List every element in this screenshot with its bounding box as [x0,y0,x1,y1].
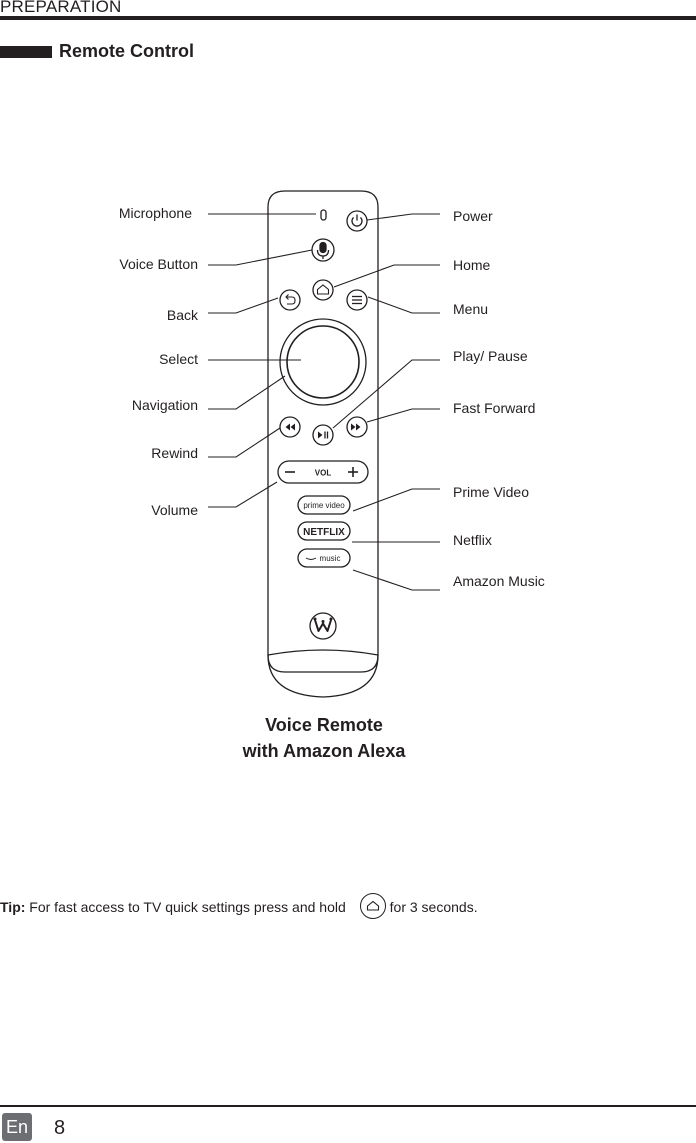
subheader-bar [0,46,52,58]
label-voice-button: Voice Button [119,256,198,272]
leader-lines-left [208,213,316,508]
home-icon [359,893,386,919]
remote-bottom-cap [267,649,379,698]
label-play-pause: Play/ Pause [453,348,528,364]
leader-lines-right [332,213,440,591]
label-netflix: Netflix [453,532,492,548]
volume-label: VOL [315,469,332,478]
label-power: Power [453,208,493,224]
home-icon [312,279,334,301]
netflix-button: NETFLIX [297,521,351,541]
prime-video-label: prime video [303,501,345,510]
westinghouse-logo [309,612,337,640]
label-select: Select [159,351,198,367]
power-icon [346,210,368,232]
label-back: Back [166,307,198,323]
label-microphone: Microphone [118,205,192,221]
remote-body [267,190,379,673]
language-badge: En [2,1113,32,1141]
music-label: music [320,554,341,563]
rewind-icon [279,416,301,438]
menu-icon [346,289,368,311]
caption-line1: Voice Remote [265,715,383,735]
label-menu: Menu [453,301,489,317]
microphone-slot [320,209,327,221]
label-prime-video: Prime Video [453,484,530,500]
amazon-music-button: music [297,548,351,568]
label-volume: Volume [151,502,198,518]
subheader-title: Remote Control [59,41,194,61]
back-icon [279,289,301,311]
label-fast-forward: Fast Forward [453,400,536,416]
microphone-icon [311,238,335,262]
tip-prefix: Tip: [0,899,26,916]
tip-suffix: for 3 seconds. [389,899,478,916]
caption-line2: with Amazon Alexa [242,741,406,761]
label-rewind: Rewind [151,445,198,461]
section-header: PREPARATION [0,0,122,16]
fast-forward-icon [346,416,368,438]
header-rule [0,16,696,20]
play-pause-icon [312,424,334,446]
tip-text: Tip: For fast access to TV quick setting… [0,893,478,919]
navigation-ring [279,318,367,406]
tip-body: For fast access to TV quick settings pre… [29,899,346,916]
page-number: 8 [54,1117,66,1139]
label-home: Home [453,257,491,273]
label-amazon-music: Amazon Music [453,573,545,589]
select-button [286,325,360,399]
netflix-label: NETFLIX [303,527,345,538]
footer-rule [0,1105,696,1107]
volume-rocker: VOL [277,460,369,484]
prime-video-button: prime video [297,495,351,515]
label-navigation: Navigation [131,397,198,413]
